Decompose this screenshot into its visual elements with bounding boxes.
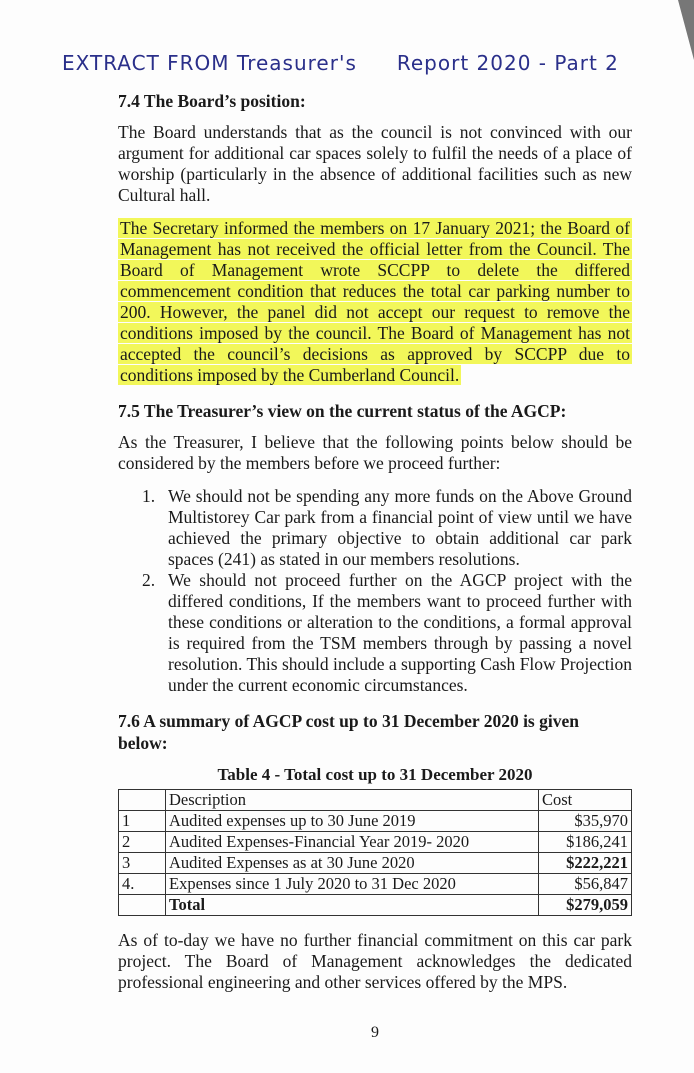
table-caption: Table 4 - Total cost up to 31 December 2… bbox=[217, 765, 533, 784]
table-header-row: Description Cost bbox=[118, 789, 632, 811]
highlighted-text: The Secretary informed the members on 17… bbox=[118, 218, 632, 385]
page-number: 9 bbox=[371, 1024, 379, 1041]
treasurer-intro: As the Treasurer, I believe that the fol… bbox=[118, 432, 632, 473]
treasurer-points-list: 1.We should not be spending any more fun… bbox=[142, 486, 632, 696]
table-total-row: Total$279,059 bbox=[118, 894, 632, 916]
section-7-5-heading: 7.5 The Treasurer’s view on the current … bbox=[118, 401, 567, 421]
closing-paragraph: As of to-day we have no further financia… bbox=[118, 930, 632, 992]
content-column: 7.4 The Board’s position: The Board unde… bbox=[118, 90, 632, 1043]
board-position-paragraph: The Board understands that as the counci… bbox=[118, 122, 632, 205]
list-item: 2.We should not proceed further on the A… bbox=[142, 570, 632, 695]
table-row: 4.Expenses since 1 July 2020 to 31 Dec 2… bbox=[118, 873, 632, 895]
section-7-4-heading: 7.4 The Board’s position: bbox=[118, 91, 306, 111]
section-7-6-heading: 7.6 A summary of AGCP cost up to 31 Dece… bbox=[118, 711, 579, 753]
highlighted-paragraph: The Secretary informed the members on 17… bbox=[118, 218, 632, 386]
list-item: 1.We should not be spending any more fun… bbox=[142, 486, 632, 569]
scan-corner-shadow bbox=[678, 0, 694, 60]
